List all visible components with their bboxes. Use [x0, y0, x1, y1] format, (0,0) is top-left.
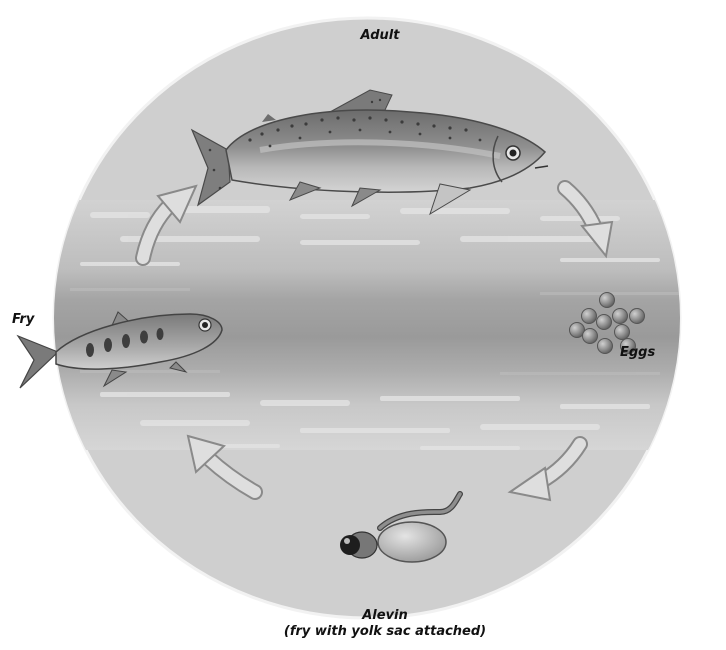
stage-label-alevin: Alevin — [330, 608, 440, 623]
stage-label-adult: Adult — [345, 28, 415, 43]
stage-label-eggs: Eggs — [620, 345, 655, 360]
stage-label-fry: Fry — [12, 312, 34, 327]
stage-label-alevin-note: (fry with yolk sac attached) — [230, 624, 540, 639]
